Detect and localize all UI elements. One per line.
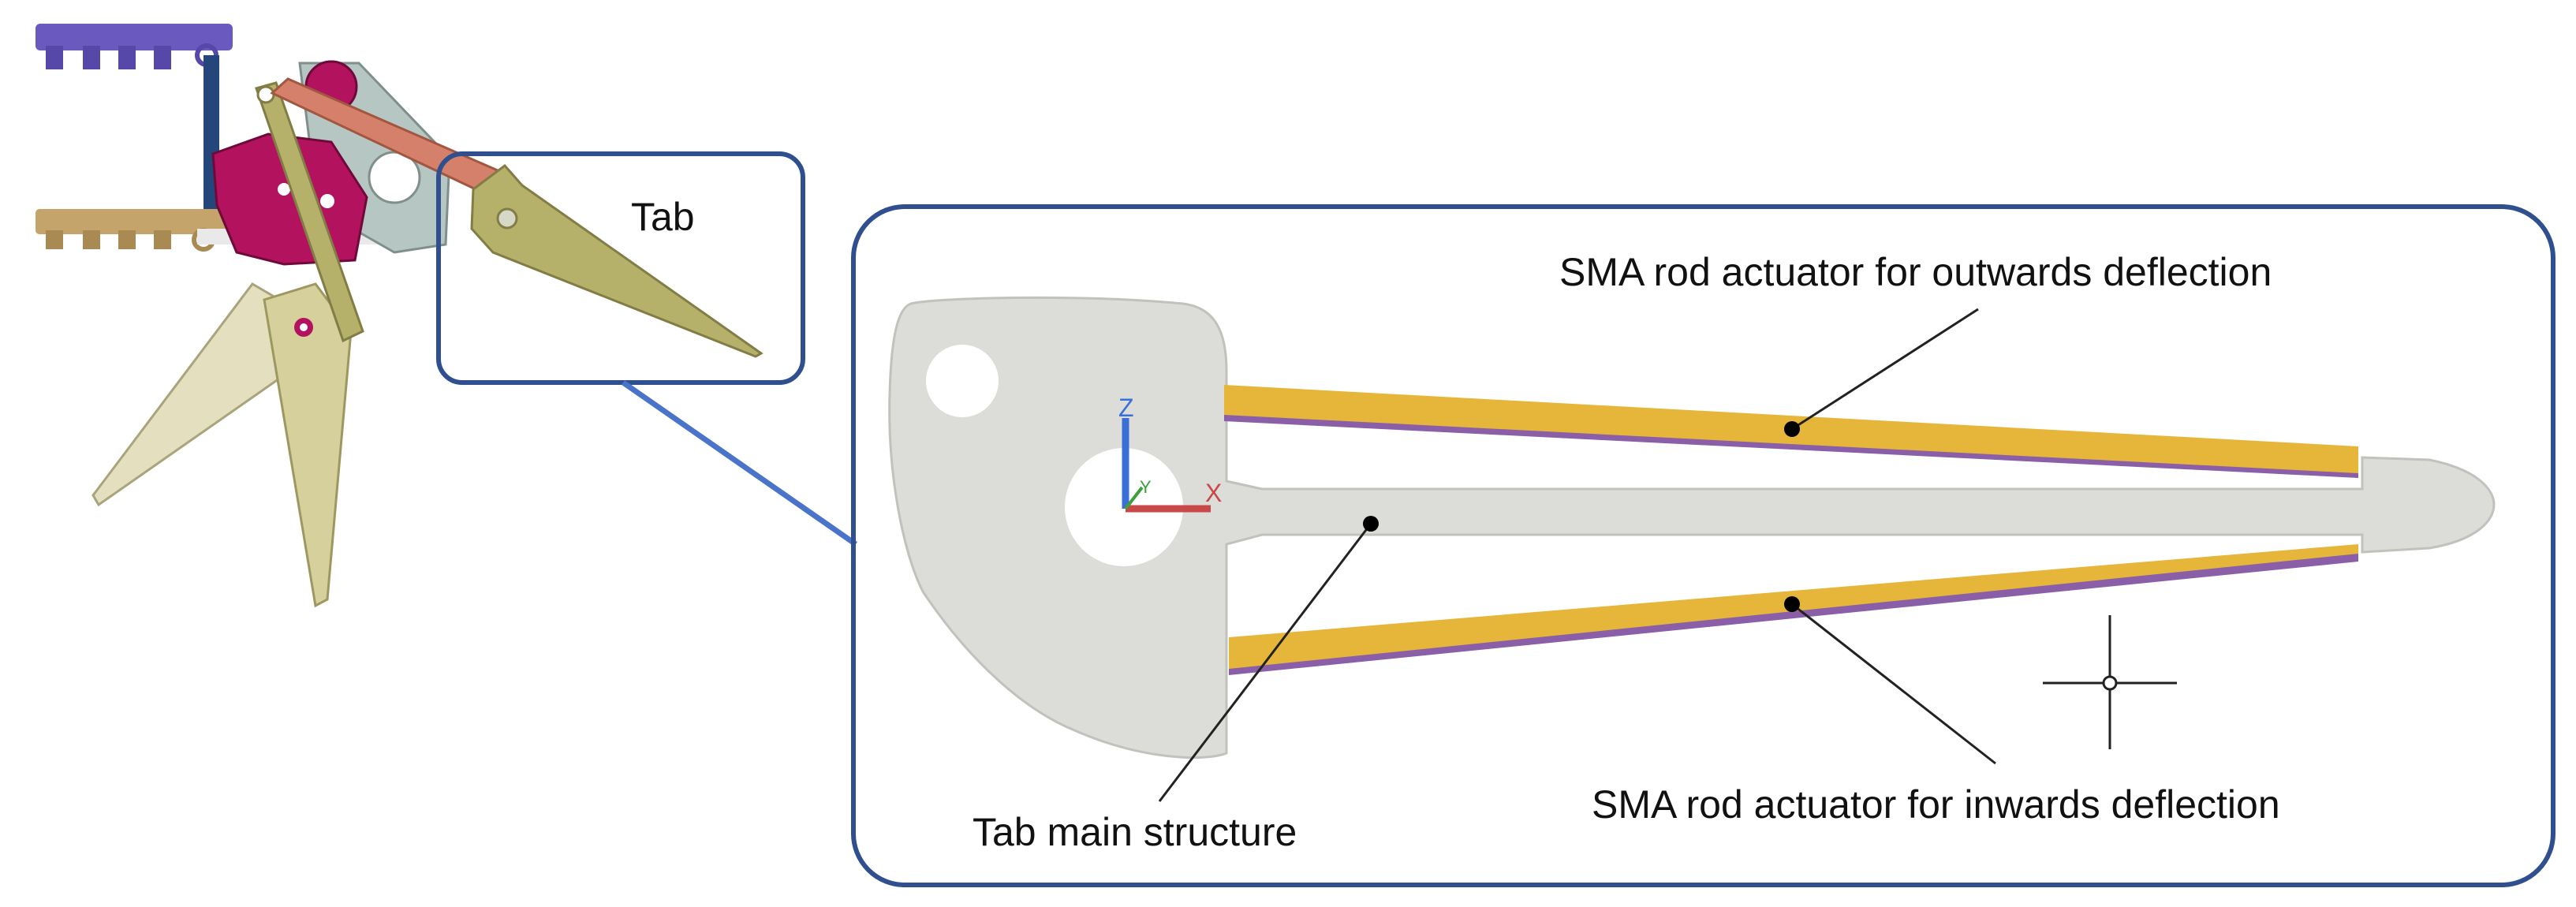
leader-inwards bbox=[1784, 596, 1996, 765]
tab-main-structure bbox=[888, 296, 2496, 760]
leader-outwards bbox=[1784, 308, 1979, 437]
callout-connector bbox=[622, 380, 857, 547]
top-rail bbox=[35, 24, 233, 69]
triad-y-label: Y bbox=[1140, 477, 1152, 497]
label-main-structure: Tab main structure bbox=[973, 810, 1297, 854]
tab-callout-frame bbox=[436, 151, 805, 385]
retracted-tab-middle bbox=[263, 282, 353, 608]
leader-main-structure bbox=[1158, 516, 1379, 802]
label-inwards-actuator: SMA rod actuator for inwards deflection bbox=[1592, 782, 2280, 827]
deployed-tab bbox=[470, 163, 763, 358]
crosshair-marker bbox=[2043, 615, 2177, 749]
coordinate-triad: Z X Y bbox=[1118, 394, 1222, 513]
small-hole bbox=[926, 345, 999, 417]
tab-label: Tab bbox=[631, 195, 695, 239]
detail-frame bbox=[851, 204, 2555, 887]
triad-x-label: X bbox=[1205, 479, 1222, 507]
triad-z-label: Z bbox=[1118, 394, 1134, 422]
label-outwards-actuator: SMA rod actuator for outwards deflection bbox=[1559, 250, 2272, 294]
link-bar bbox=[255, 81, 364, 343]
mechanism-assembly bbox=[35, 24, 763, 608]
